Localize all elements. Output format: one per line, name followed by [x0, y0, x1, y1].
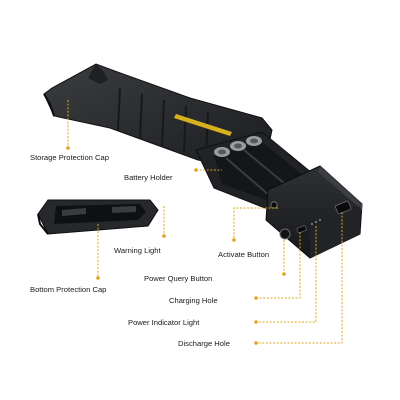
label-warning-light: Warning Light [114, 246, 161, 255]
label-battery-holder: Battery Holder [124, 173, 173, 182]
label-power-query-button: Power Query Button [144, 274, 213, 283]
label-charging-hole: Charging Hole [169, 296, 218, 305]
label-storage-protection-cap: Storage Protection Cap [30, 153, 109, 162]
leader-dots [66, 146, 286, 345]
leader-discharge-hole [256, 212, 343, 344]
bottom-protection-cap [37, 199, 159, 235]
label-discharge-hole: Discharge Hole [178, 339, 230, 348]
label-bottom-protection-cap: Bottom Protection Cap [30, 285, 107, 294]
magazine-base-unit [265, 165, 363, 259]
leader-charging-hole [256, 232, 301, 299]
label-activate-button: Activate Button [218, 250, 270, 259]
leader-lines [67, 100, 343, 344]
magazine-body [43, 63, 273, 171]
leader-activate-button [233, 207, 278, 240]
label-power-indicator-light: Power Indicator Light [128, 318, 200, 327]
